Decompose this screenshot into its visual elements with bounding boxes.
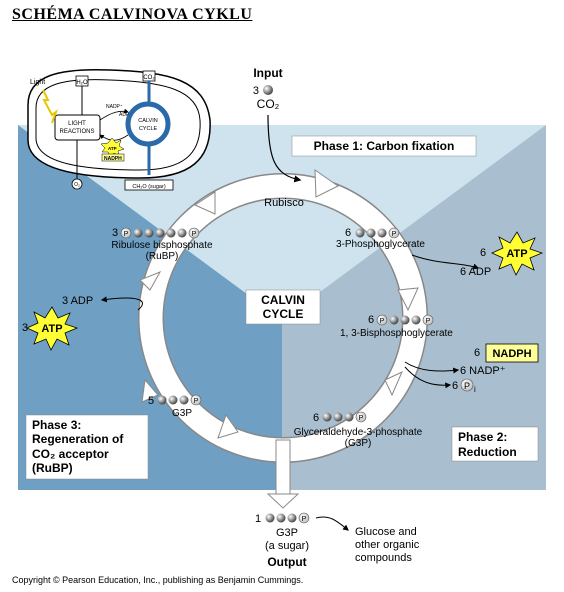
ring-arrow (141, 378, 159, 403)
g3p5-name: G3P (172, 408, 192, 419)
phosphate-icon: P (359, 415, 364, 422)
phosphate-icon: P (194, 398, 199, 405)
co2-carbon-icon (263, 85, 273, 95)
bpg-name: 1, 3-Bisphosphoglycerate (340, 328, 453, 339)
ring-arrow (397, 287, 419, 312)
products-line2: other organic (355, 539, 420, 551)
rubisco-label: Rubisco (264, 197, 304, 209)
inset-light-reactions-1: LIGHT (68, 121, 86, 127)
rubp-count: 3 (112, 227, 118, 239)
input-arrow (267, 114, 302, 183)
pi-out-arrow (404, 366, 452, 389)
light-reactions-box (54, 114, 101, 141)
adp-out-arrow (411, 254, 480, 270)
nadph-label: NADPH (492, 348, 531, 360)
pi-sub: i (474, 385, 476, 394)
center-box (245, 289, 321, 325)
chloroplast-inset: Light H₂O CO₂ LIGHT REACTIONS CALVIN CYC… (27, 68, 211, 191)
inset-nadph: NADPH (104, 156, 122, 162)
rubp-molecule: 3 P P (112, 227, 200, 239)
center-line1: CALVIN (261, 293, 305, 307)
products-line3: compounds (355, 552, 412, 564)
atp3-count: 3 (22, 322, 28, 334)
inset-calvin-1: CALVIN (138, 118, 157, 124)
output-name1: G3P (276, 527, 298, 539)
inset-atp: ATP (108, 146, 117, 151)
pga-molecule: 6 P (345, 227, 400, 239)
phosphate-icon: P (192, 231, 197, 238)
bpg-count: 6 (368, 314, 374, 326)
atp3-star-icon (26, 306, 79, 351)
atp-star-icon (491, 231, 544, 276)
inset-h2o-label: H₂O (76, 80, 88, 86)
g3p6-count: 6 (313, 412, 319, 424)
bpg-molecule: 6 P P (368, 314, 434, 326)
phosphate-icon: P (124, 231, 129, 238)
ring-arrow (193, 191, 216, 215)
g3p6-name1: Glyceraldehyde-3-phosphate (294, 427, 423, 438)
g3p5-count: 5 (148, 395, 154, 407)
phosphate-icon: P (380, 318, 385, 325)
g3p6-molecule: 6 P (313, 411, 367, 424)
phosphate-icon: P (302, 516, 307, 523)
output-molecule: 1 P (255, 512, 310, 525)
pga-name: 3-Phosphoglycerate (336, 239, 425, 250)
phosphate-icon: P (392, 231, 397, 238)
output-arrow (266, 439, 300, 509)
phase2-box (451, 426, 539, 462)
nadph-box (485, 343, 539, 363)
pga-count: 6 (345, 227, 351, 239)
inset-nadp: NADP⁺ (106, 104, 123, 110)
atp3-label: ATP (41, 323, 62, 335)
ring-arrow (314, 169, 339, 198)
output-name2: (a sugar) (265, 540, 309, 552)
page-title: SCHÉMA CALVINOVA CYKLU (12, 6, 253, 23)
inset-co2-label: CO₂ (143, 75, 155, 81)
ring-arrow (139, 271, 162, 291)
nadp-out-label: 6 NADP⁺ (460, 365, 506, 377)
g3p6-name2: (G3P) (345, 438, 372, 449)
products-line1: Glucose and (355, 526, 417, 538)
adp-out-label: 6 ADP (460, 266, 491, 278)
atp-in-count: 6 (480, 247, 486, 259)
center-line2: CYCLE (263, 307, 304, 321)
phase1-box (291, 135, 477, 157)
pi-icon: P (464, 381, 470, 391)
pi-count: 6 (452, 380, 458, 392)
input-label: Input (253, 66, 282, 80)
phase2-line2: Reduction (458, 445, 517, 459)
ring-arrow (384, 370, 403, 397)
phase3-line4: (RuBP) (32, 461, 73, 475)
inset-calvin-2: CYCLE (139, 126, 158, 132)
phase3-box (25, 414, 149, 480)
inset-light-reactions-2: REACTIONS (59, 129, 94, 135)
inset-adp: ADP (119, 112, 130, 118)
input-count: 3 (253, 85, 259, 97)
adp3-label: 3 ADP (62, 295, 93, 307)
inset-o2: O₂ (74, 182, 80, 188)
ring-arrow (217, 413, 239, 439)
adp3-arrow (100, 296, 143, 311)
rubp-name1: Ribulose bisphosphate (111, 240, 213, 251)
phase3-line1: Phase 3: (32, 418, 81, 432)
nadp-out-arrow (404, 361, 460, 374)
output-count: 1 (255, 513, 261, 525)
g3p5-molecule: 5 P (148, 394, 202, 407)
rubp-name2: (RuBP) (146, 251, 179, 262)
output-label: Output (267, 555, 306, 569)
copyright-text: Copyright © Pearson Education, Inc., pub… (12, 575, 304, 585)
phase2-line1: Phase 2: (458, 430, 507, 444)
inset-light-label: Light (30, 79, 45, 86)
inset-sugar: CH₂O (sugar) (132, 184, 165, 190)
phase3-line2: Regeneration of (32, 432, 124, 446)
phase1-label: Phase 1: Carbon fixation (314, 139, 455, 153)
atp-in-label: ATP (506, 248, 527, 260)
phosphate-icon: P (426, 318, 431, 325)
input-molecule: CO₂ (257, 97, 280, 111)
nadph-count: 6 (474, 347, 480, 359)
products-arrow (315, 516, 349, 531)
phase3-line3: CO₂ acceptor (32, 447, 109, 461)
